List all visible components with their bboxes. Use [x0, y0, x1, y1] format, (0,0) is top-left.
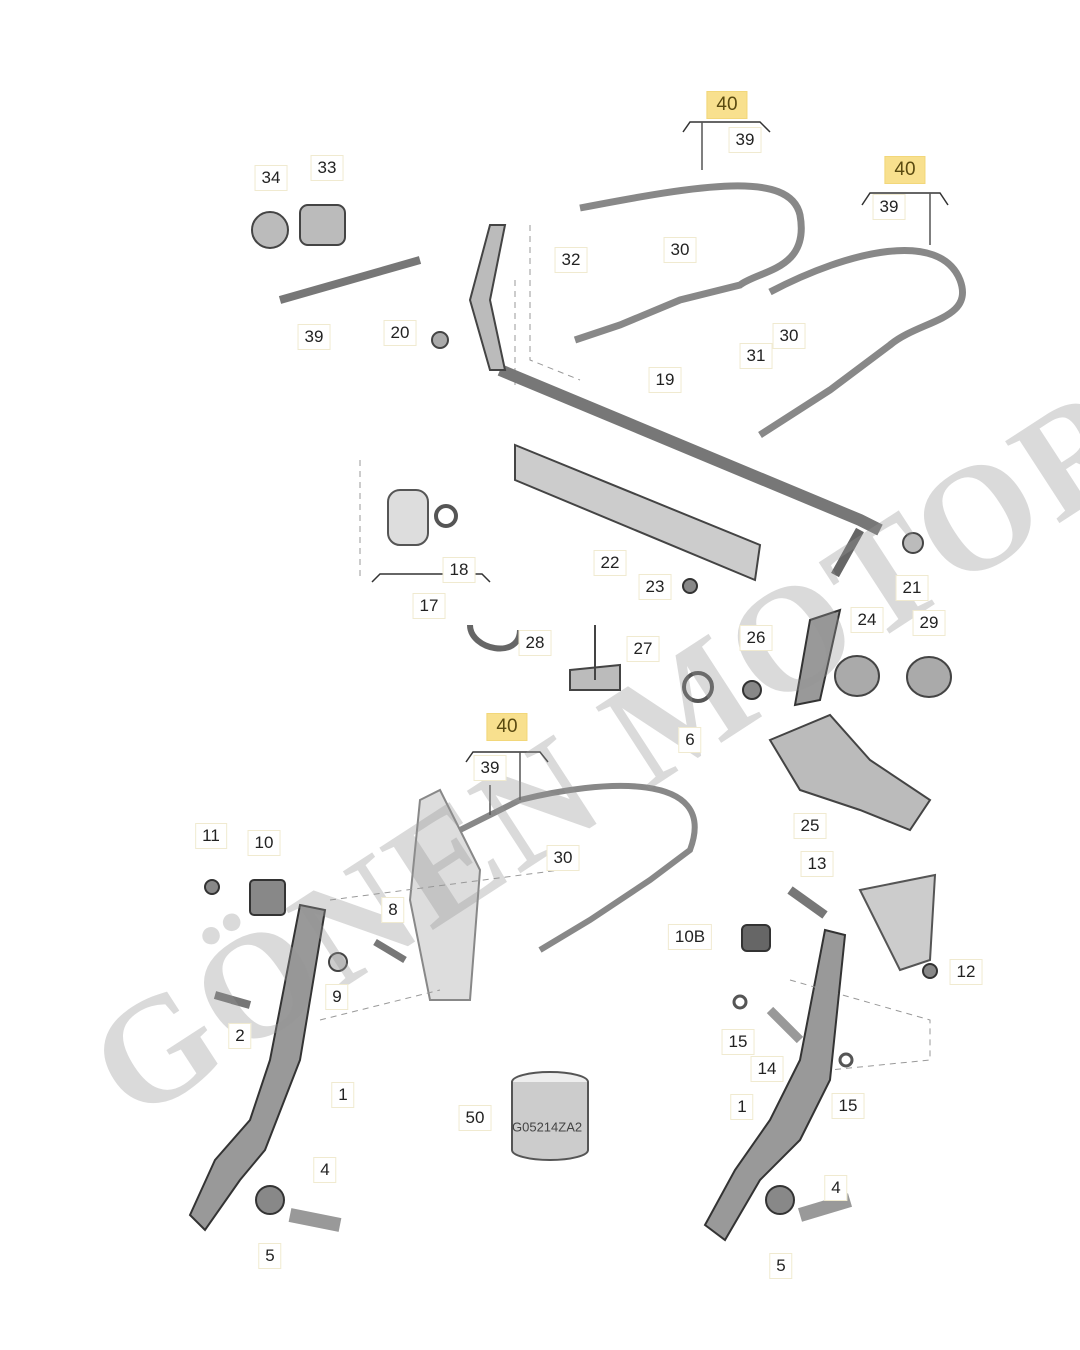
callout-24[interactable]: 24 [850, 607, 884, 633]
pedal-right [703, 928, 847, 1242]
cable-upper-left [573, 182, 805, 344]
callout-26[interactable]: 26 [739, 625, 773, 651]
callout-19[interactable]: 19 [648, 367, 682, 393]
callout-20[interactable]: 20 [383, 320, 417, 346]
callout-4[interactable]: 4 [313, 1157, 337, 1183]
callout-29[interactable]: 29 [912, 610, 946, 636]
callout-15[interactable]: 15 [721, 1029, 755, 1055]
panel [408, 788, 482, 1001]
callout-22[interactable]: 22 [593, 550, 627, 576]
pedal-left [188, 903, 327, 1232]
callout-23[interactable]: 23 [638, 574, 672, 600]
callout-30[interactable]: 30 [663, 237, 697, 263]
callout-25[interactable]: 25 [793, 813, 827, 839]
bracket-25 [768, 713, 932, 832]
cable-lower [438, 782, 698, 953]
callout-40[interactable]: 40 [486, 713, 528, 741]
callout-1[interactable]: 1 [730, 1094, 754, 1120]
callout-21[interactable]: 21 [895, 575, 929, 601]
part-50-cylinder [511, 1082, 589, 1161]
callout-39[interactable]: 39 [728, 127, 762, 153]
pivot-shaft [497, 364, 883, 536]
callout-27[interactable]: 27 [626, 636, 660, 662]
callout-8[interactable]: 8 [381, 897, 405, 923]
bracket [468, 224, 507, 371]
callout-6[interactable]: 6 [678, 727, 702, 753]
callout-18[interactable]: 18 [442, 557, 476, 583]
part-50-code: G05214ZA2 [512, 1119, 583, 1135]
callout-9[interactable]: 9 [325, 984, 349, 1010]
callout-39[interactable]: 39 [872, 194, 906, 220]
callout-13[interactable]: 13 [800, 851, 834, 877]
callout-33[interactable]: 33 [310, 155, 344, 181]
callout-4[interactable]: 4 [824, 1175, 848, 1201]
callout-34[interactable]: 34 [254, 165, 288, 191]
callout-15[interactable]: 15 [831, 1093, 865, 1119]
callout-10[interactable]: 10 [247, 830, 281, 856]
cable-upper-right [758, 247, 966, 438]
callout-50[interactable]: 50 [458, 1105, 492, 1131]
callout-2[interactable]: 2 [228, 1023, 252, 1049]
callout-40[interactable]: 40 [706, 91, 748, 119]
callout-17[interactable]: 17 [412, 593, 446, 619]
callout-10b[interactable]: 10B [667, 924, 713, 950]
callout-12[interactable]: 12 [949, 959, 983, 985]
callout-5[interactable]: 5 [769, 1253, 793, 1279]
callout-30[interactable]: 30 [546, 845, 580, 871]
callout-28[interactable]: 28 [518, 630, 552, 656]
pedal-top [793, 608, 842, 707]
callout-32[interactable]: 32 [554, 247, 588, 273]
callout-39[interactable]: 39 [297, 324, 331, 350]
housing [514, 443, 762, 582]
callout-11[interactable]: 11 [195, 823, 227, 849]
callout-40[interactable]: 40 [884, 156, 926, 184]
callout-5[interactable]: 5 [258, 1243, 282, 1269]
callout-1[interactable]: 1 [331, 1082, 355, 1108]
callout-39[interactable]: 39 [473, 755, 507, 781]
callout-31[interactable]: 31 [739, 343, 773, 369]
callout-30[interactable]: 30 [772, 323, 806, 349]
callout-14[interactable]: 14 [750, 1056, 784, 1082]
